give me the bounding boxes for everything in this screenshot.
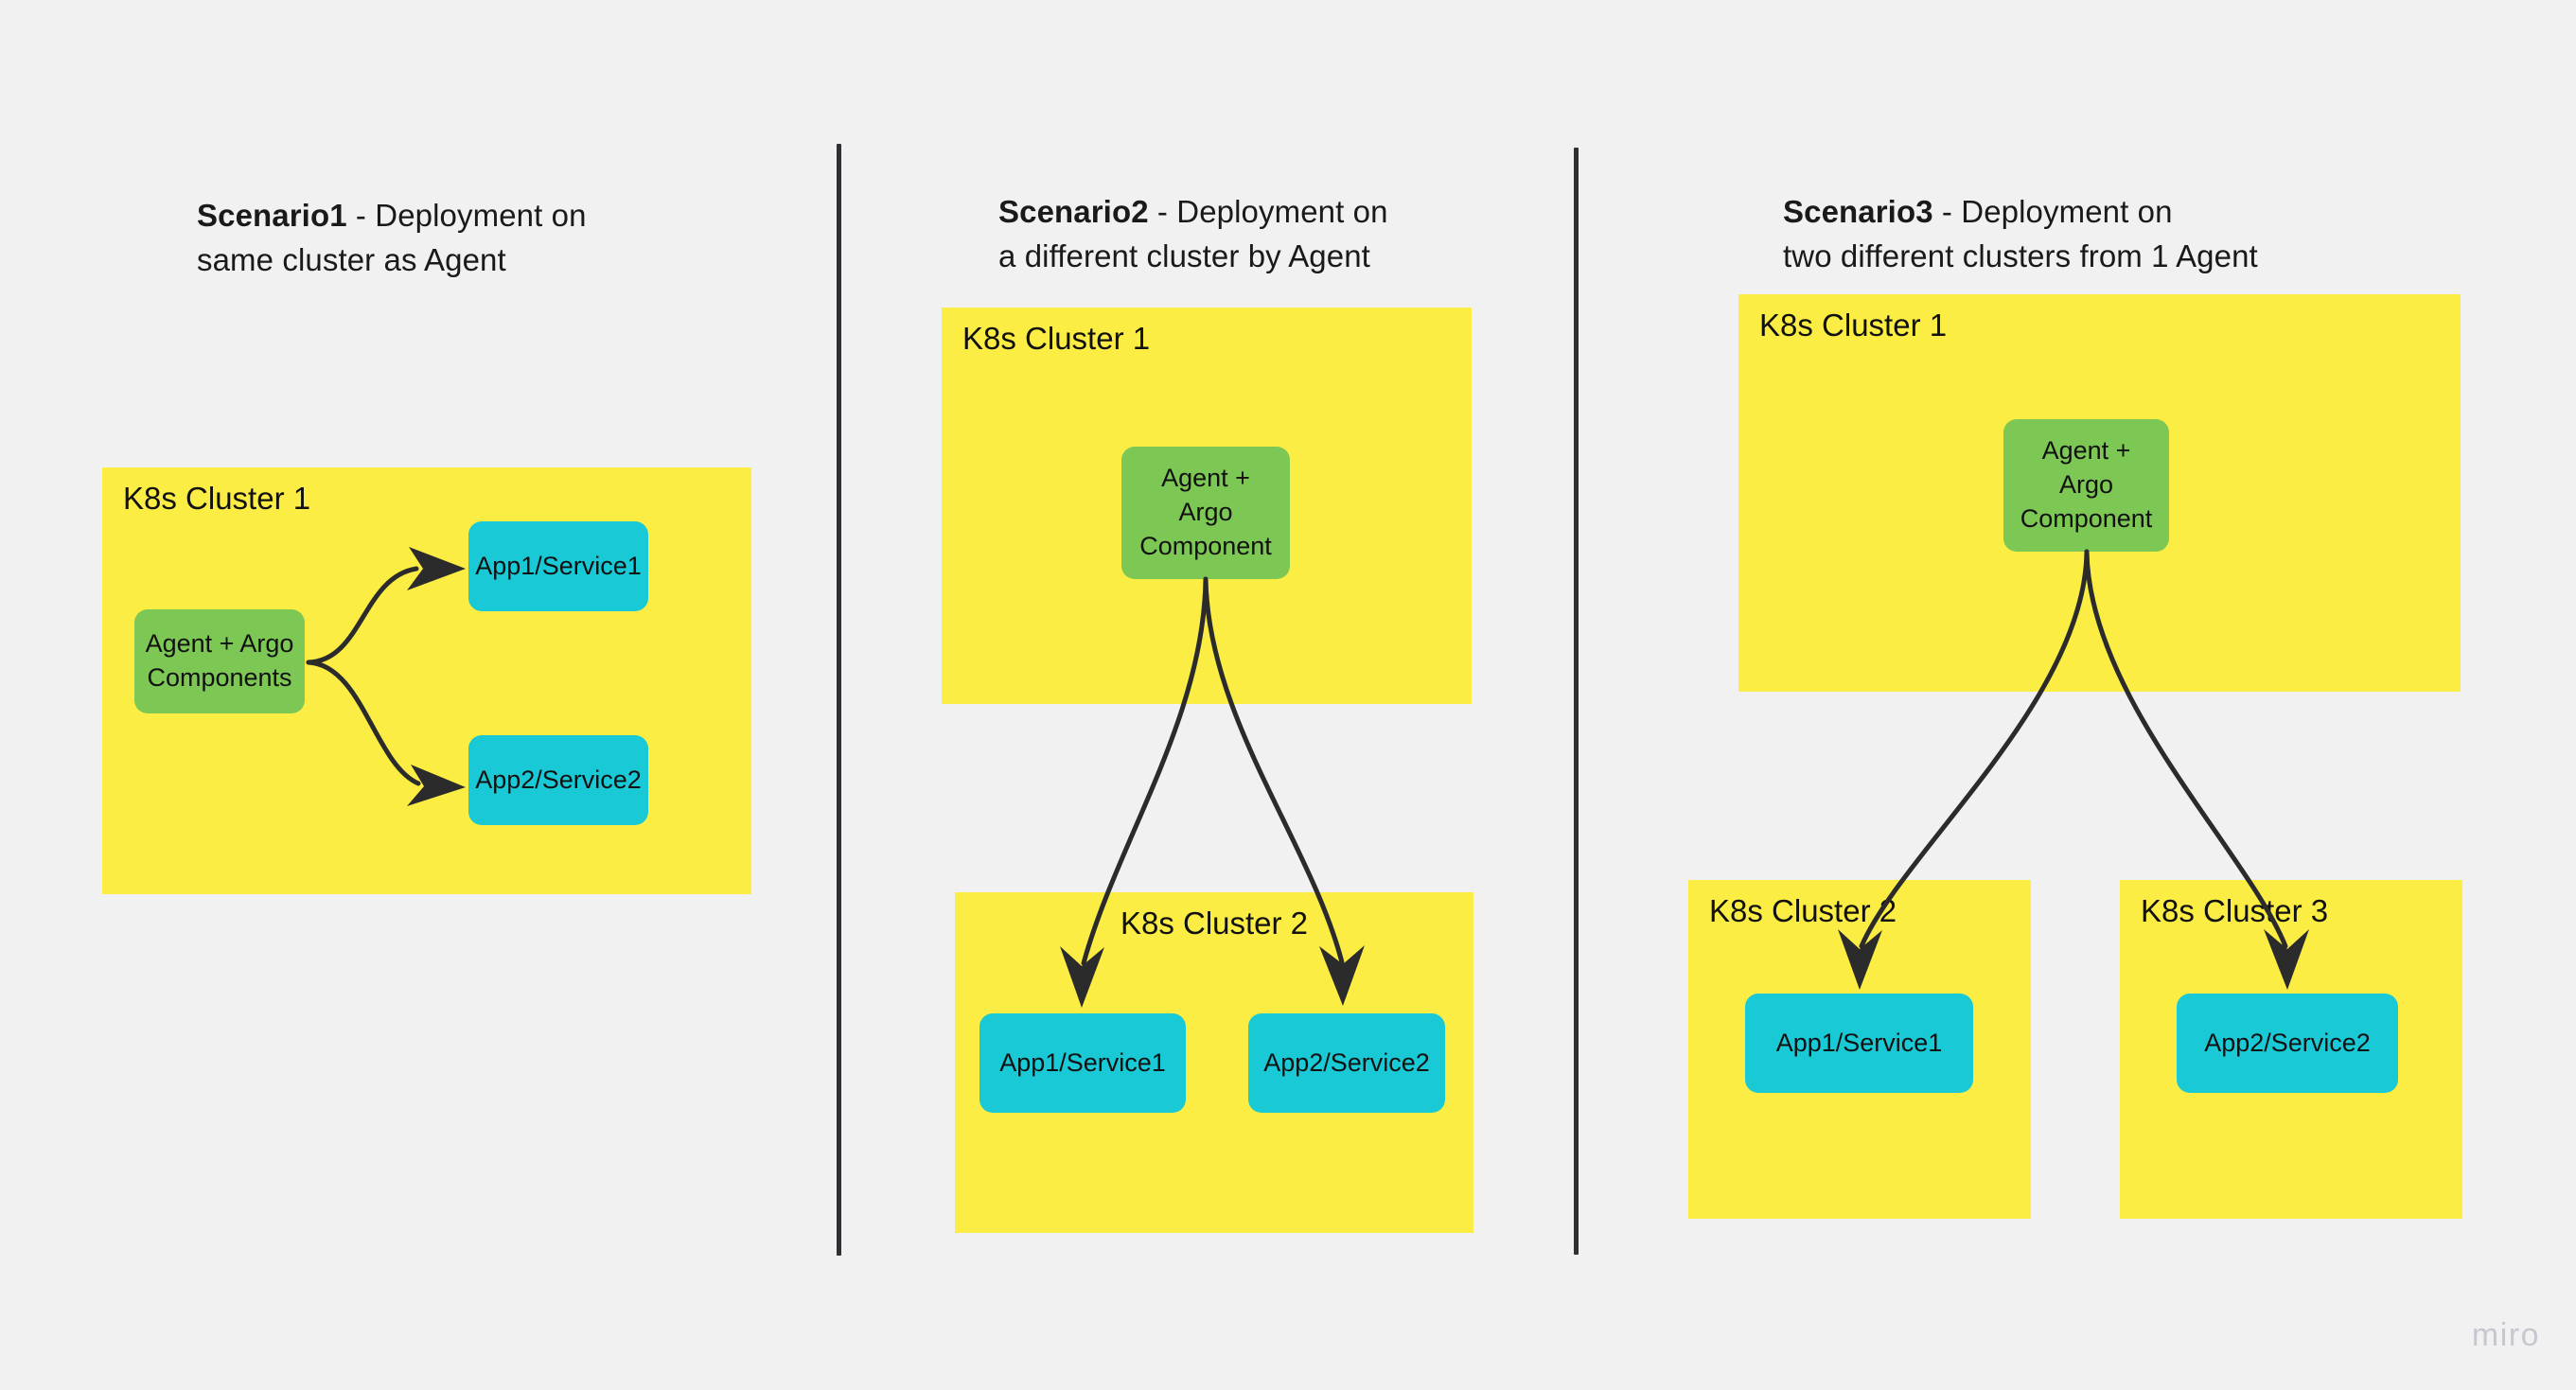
- panel-divider-1: [837, 144, 841, 1256]
- scenario1-title: Scenario1 - Deployment on same cluster a…: [197, 150, 803, 283]
- cluster-label-s3-cluster1: K8s Cluster 1: [1759, 308, 1948, 343]
- cluster-label-s1-cluster1: K8s Cluster 1: [123, 481, 311, 516]
- scenario2-title-strong: Scenario2: [998, 193, 1149, 229]
- cluster-label-s2-cluster2: K8s Cluster 2: [1120, 906, 1309, 941]
- cluster-label-s3-cluster3: K8s Cluster 3: [2141, 893, 2329, 928]
- scenario3-title-strong: Scenario3: [1783, 193, 1933, 229]
- node-s1-agent[interactable]: Agent + Argo Components: [134, 609, 305, 713]
- miro-watermark: miro: [2471, 1317, 2540, 1353]
- scenario2-title: Scenario2 - Deployment on a different cl…: [998, 146, 1585, 279]
- node-s1-app2[interactable]: App2/Service2: [468, 735, 648, 825]
- scenario1-title-strong: Scenario1: [197, 197, 347, 233]
- scenario1-title-rest: - Deployment on same cluster as Agent: [197, 197, 587, 277]
- node-s3-app1[interactable]: App1/Service1: [1745, 994, 1973, 1093]
- node-s2-app2[interactable]: App2/Service2: [1248, 1013, 1445, 1113]
- node-s3-app2[interactable]: App2/Service2: [2177, 994, 2398, 1093]
- panel-divider-2: [1574, 148, 1579, 1255]
- node-s3-agent[interactable]: Agent + Argo Component: [2003, 419, 2169, 552]
- scenario3-title: Scenario3 - Deployment on two different …: [1783, 146, 2464, 279]
- node-s2-agent[interactable]: Agent + Argo Component: [1121, 447, 1290, 579]
- cluster-label-s2-cluster1: K8s Cluster 1: [962, 321, 1151, 356]
- node-s1-app1[interactable]: App1/Service1: [468, 521, 648, 611]
- cluster-label-s3-cluster2: K8s Cluster 2: [1709, 893, 1897, 928]
- scenario3-title-rest: - Deployment on two different clusters f…: [1783, 193, 2258, 273]
- node-s2-app1[interactable]: App1/Service1: [979, 1013, 1186, 1113]
- scenario2-title-rest: - Deployment on a different cluster by A…: [998, 193, 1388, 273]
